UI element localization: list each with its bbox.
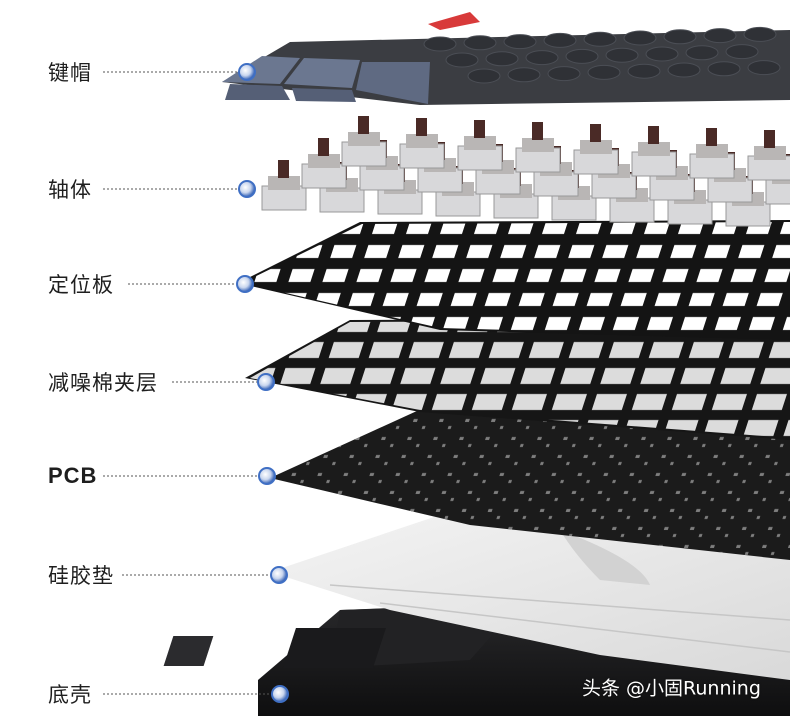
callout-dot-pcb <box>258 467 276 485</box>
switch <box>631 126 677 177</box>
keycap <box>667 62 701 78</box>
keycap <box>583 31 617 47</box>
keycap <box>547 66 581 82</box>
keycap <box>685 45 719 61</box>
plate-layer <box>238 220 790 340</box>
switch <box>399 118 445 169</box>
keycap <box>627 63 661 79</box>
label-foam: 减噪棉夹层 <box>48 371 158 395</box>
keycap <box>543 32 577 48</box>
label-bottom_case: 底壳 <box>48 683 92 707</box>
keycap <box>525 50 559 66</box>
keycap-tops <box>423 26 781 84</box>
keycap <box>605 47 639 63</box>
switch <box>341 116 387 167</box>
switch <box>301 138 347 189</box>
keycap <box>747 60 781 76</box>
keycap <box>743 26 777 42</box>
keycap <box>503 34 537 50</box>
label-plate: 定位板 <box>48 273 114 297</box>
keycap <box>725 44 759 60</box>
label-silicone: 硅胶垫 <box>48 564 114 588</box>
keycap <box>663 29 697 45</box>
keycap <box>467 68 501 84</box>
label-pcb: PCB <box>48 463 98 488</box>
keycap <box>645 46 679 62</box>
keycap <box>587 64 621 80</box>
keycap <box>703 28 737 44</box>
watermark-text: 头条 @小固Running <box>582 677 761 700</box>
keycap <box>485 51 519 67</box>
switches-layer <box>261 116 790 227</box>
callout-dot-switches <box>238 180 256 198</box>
pcb-layer <box>270 405 790 560</box>
keycap <box>463 35 497 51</box>
callout-dot-plate <box>236 275 254 293</box>
callout-dot-keycaps <box>238 63 256 81</box>
callout-dot-silicone <box>270 566 288 584</box>
keycap <box>507 67 541 83</box>
switch <box>261 160 307 211</box>
keycap <box>623 30 657 46</box>
switch <box>689 128 735 179</box>
keycap <box>445 52 479 68</box>
label-switches: 轴体 <box>48 178 92 202</box>
switch <box>573 124 619 175</box>
keycap <box>707 61 741 77</box>
callout-dot-foam <box>257 373 275 391</box>
leader-lines <box>103 63 289 703</box>
callout-dot-bottom_case <box>271 685 289 703</box>
keycap <box>565 48 599 64</box>
keycap <box>423 36 457 52</box>
foam-layer <box>245 318 790 440</box>
switch <box>457 120 503 171</box>
switch <box>515 122 561 173</box>
silicone-pad-layer <box>270 515 790 680</box>
switch <box>747 130 790 181</box>
label-keycaps: 键帽 <box>48 61 92 85</box>
